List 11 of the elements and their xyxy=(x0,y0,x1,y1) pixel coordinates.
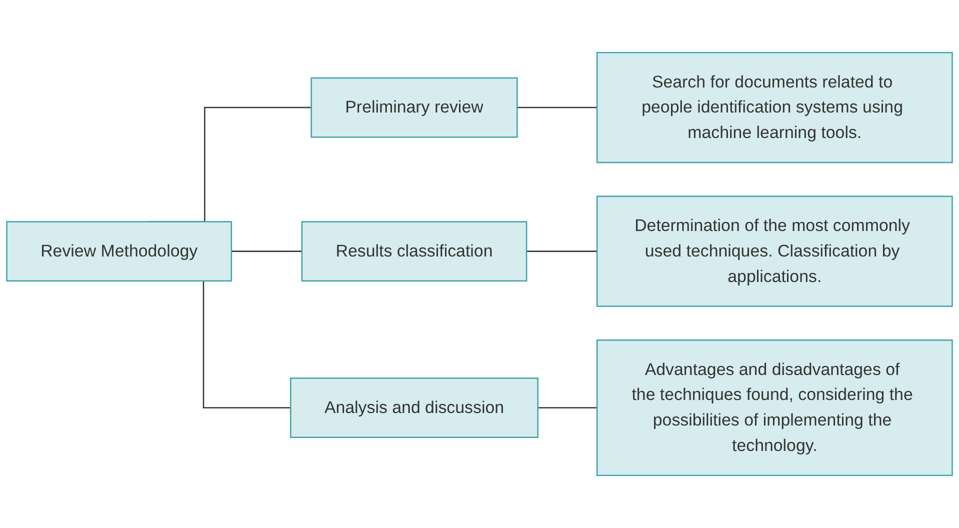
node-box: Search for documents related to people identification systems using machine learning tools. xyxy=(596,52,953,164)
node-box: Advantages and disadvantages of the techniques found, considering the possibilities of implementing the technology. xyxy=(596,339,953,476)
node-box: Determination of the most commonly used techniques. Classification by applications. xyxy=(596,196,953,307)
connector xyxy=(517,106,598,108)
connector xyxy=(231,250,302,252)
node-box: Results classification xyxy=(301,221,528,282)
node-box: Review Methodology xyxy=(6,221,232,282)
node-box: Analysis and discussion xyxy=(290,378,538,438)
connector xyxy=(526,250,598,252)
node-box: Preliminary review xyxy=(310,77,518,138)
connector xyxy=(538,407,598,408)
